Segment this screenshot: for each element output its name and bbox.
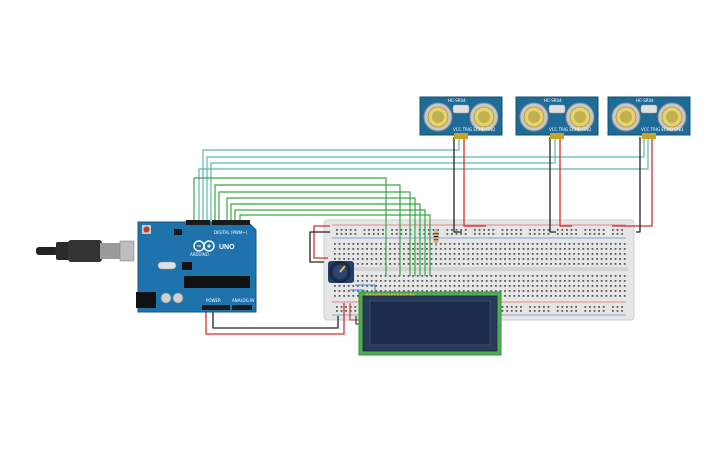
sensor-model-label: HC-SR04 (636, 98, 654, 103)
wire-s2-vcc (559, 137, 572, 227)
usb-cable (36, 240, 135, 262)
wire-teal-sensor3b (198, 137, 649, 222)
arduino-logo-text: ARDUINO (190, 252, 209, 257)
potentiometer[interactable] (328, 261, 354, 283)
wire-rail-red (313, 225, 330, 259)
wire-green-2 (214, 184, 401, 276)
wire-green-5 (230, 203, 421, 276)
wire-teal-sensor3a (206, 137, 645, 222)
wire-green-4 (226, 197, 416, 276)
arduino-uno[interactable]: UNO ARDUINO DIGITAL (PWM~) POWER ANALOG … (36, 220, 257, 313)
resistor[interactable] (433, 229, 439, 246)
wire-s1-gnd (453, 137, 462, 233)
wire-s1-vcc (463, 137, 486, 227)
transducer-icon (565, 102, 595, 132)
sensor-pins-label: VCC TRIG ECHO GND (453, 127, 495, 132)
lcd-display[interactable] (358, 291, 502, 356)
wire-teal-sensor1 (202, 137, 460, 222)
arduino-brand: UNO (219, 244, 235, 251)
arduino-logo (193, 240, 215, 252)
wires (193, 137, 653, 335)
transducer-icon (519, 102, 549, 132)
wire-green-6 (234, 209, 426, 276)
transducer-icon (469, 102, 499, 132)
lcd-pin-header (366, 293, 415, 296)
transducer-icon (611, 102, 641, 132)
wire-lcd-blue (355, 284, 376, 292)
power-label: POWER (206, 298, 221, 303)
wire-rail-black (309, 231, 330, 263)
sensor-model-label: HC-SR04 (544, 98, 562, 103)
sensor-pins-label: VCC TRIG ECHO GND (641, 127, 683, 132)
wire-green-3 (218, 191, 411, 276)
sensor-pins-label: VCC TRIG ECHO GND (549, 127, 591, 132)
digital-label: DIGITAL (PWM~) (214, 230, 248, 235)
wire-lcd-red (349, 303, 362, 321)
wire-s3-gnd (636, 137, 641, 233)
analog-label: ANALOG IN (232, 298, 254, 303)
wire-s3-vcc (612, 137, 653, 227)
transducer-icon (423, 102, 453, 132)
transducer-icon (657, 102, 687, 132)
wire-s2-gnd (549, 137, 556, 233)
wire-green-7 (239, 214, 431, 276)
wire-green-1 (193, 177, 387, 276)
sensor-model-label: HC-SR04 (448, 98, 466, 103)
wire-arduino-5v (205, 303, 345, 335)
wire-teal-sensor2 (210, 137, 556, 222)
wire-arduino-gnd (212, 312, 339, 329)
